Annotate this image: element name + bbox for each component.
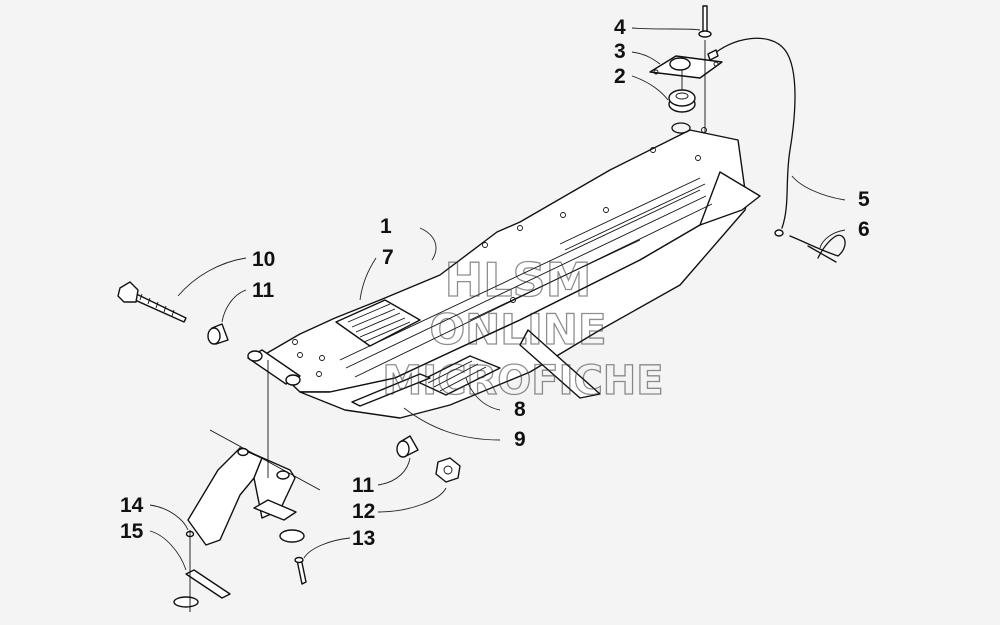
part-11-spacer-lower	[396, 435, 419, 458]
callout-2: 2	[614, 65, 626, 88]
part-14-15-plate	[173, 530, 231, 612]
callout-5: 5	[858, 188, 870, 211]
callout-labels: 1 2 3 4 5 6 7 8 9 10 11 11 12 13 14 15	[120, 16, 870, 550]
callout-9: 9	[514, 428, 526, 451]
leader-lines	[149, 27, 846, 571]
callout-14: 14	[120, 494, 144, 517]
callout-3: 3	[614, 40, 626, 63]
part-11-spacer-upper	[207, 323, 229, 345]
part-4-pin	[698, 5, 712, 132]
part-10-bolt	[117, 281, 187, 323]
mounting-bracket	[187, 360, 321, 546]
part-13-screw	[279, 529, 307, 585]
part-3-plate	[649, 55, 723, 90]
callout-12: 12	[352, 500, 375, 523]
watermark-line-2: ONLINE	[429, 305, 606, 354]
part-2-grommet	[668, 89, 696, 113]
watermark-line-3: MICROFICHE	[382, 358, 663, 404]
callout-15: 15	[120, 520, 144, 543]
part-6-clip	[789, 234, 846, 263]
running-board	[247, 122, 761, 419]
callout-8: 8	[514, 398, 526, 421]
watermark-line-1: HLSM	[445, 253, 592, 307]
callout-6: 6	[858, 218, 870, 241]
watermark: HLSM ONLINE MICROFICHE	[382, 252, 665, 404]
part-12-nut	[435, 457, 461, 483]
callout-13: 13	[352, 527, 375, 550]
callout-11-lower: 11	[352, 474, 375, 497]
callout-4: 4	[614, 16, 626, 39]
callout-10: 10	[252, 248, 275, 271]
part-5-tether	[707, 37, 796, 237]
callout-1: 1	[380, 215, 392, 238]
callout-7: 7	[382, 246, 394, 269]
callout-11-upper: 11	[252, 279, 275, 302]
